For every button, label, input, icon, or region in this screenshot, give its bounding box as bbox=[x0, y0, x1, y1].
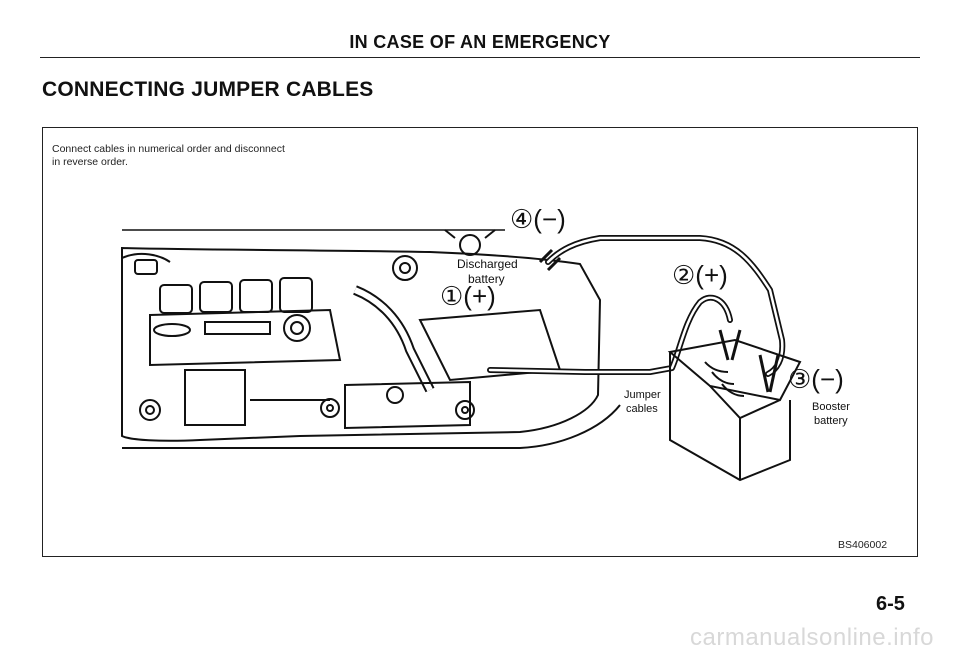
jumper-cables-label-line1: Jumper bbox=[624, 389, 661, 401]
jumper-cables-label-line2: cables bbox=[626, 403, 658, 415]
step1-label: ①(+) bbox=[440, 281, 496, 311]
booster-battery-illustration bbox=[538, 248, 802, 482]
booster-battery-label-line1: Booster bbox=[812, 401, 850, 413]
step2-label: ②(+) bbox=[672, 260, 728, 290]
page-title: CONNECTING JUMPER CABLES bbox=[42, 78, 374, 101]
instruction-text: Connect cables in numerical order and di… bbox=[52, 143, 285, 168]
step4-label: ④(−) bbox=[510, 204, 566, 234]
header-divider bbox=[40, 57, 920, 58]
figure-frame bbox=[42, 127, 918, 557]
discharged-battery-label-line1: Discharged bbox=[457, 257, 518, 271]
discharged-battery-label-line2: battery bbox=[468, 272, 505, 286]
header-section-title: IN CASE OF AN EMERGENCY bbox=[349, 32, 611, 52]
booster-battery-label-line2: battery bbox=[814, 415, 848, 427]
figure-code: BS406002 bbox=[838, 539, 888, 551]
page-number: 6-5 bbox=[876, 593, 905, 615]
watermark: carmanualsonline.info bbox=[690, 624, 934, 651]
step3-label: ③(−) bbox=[788, 364, 844, 394]
